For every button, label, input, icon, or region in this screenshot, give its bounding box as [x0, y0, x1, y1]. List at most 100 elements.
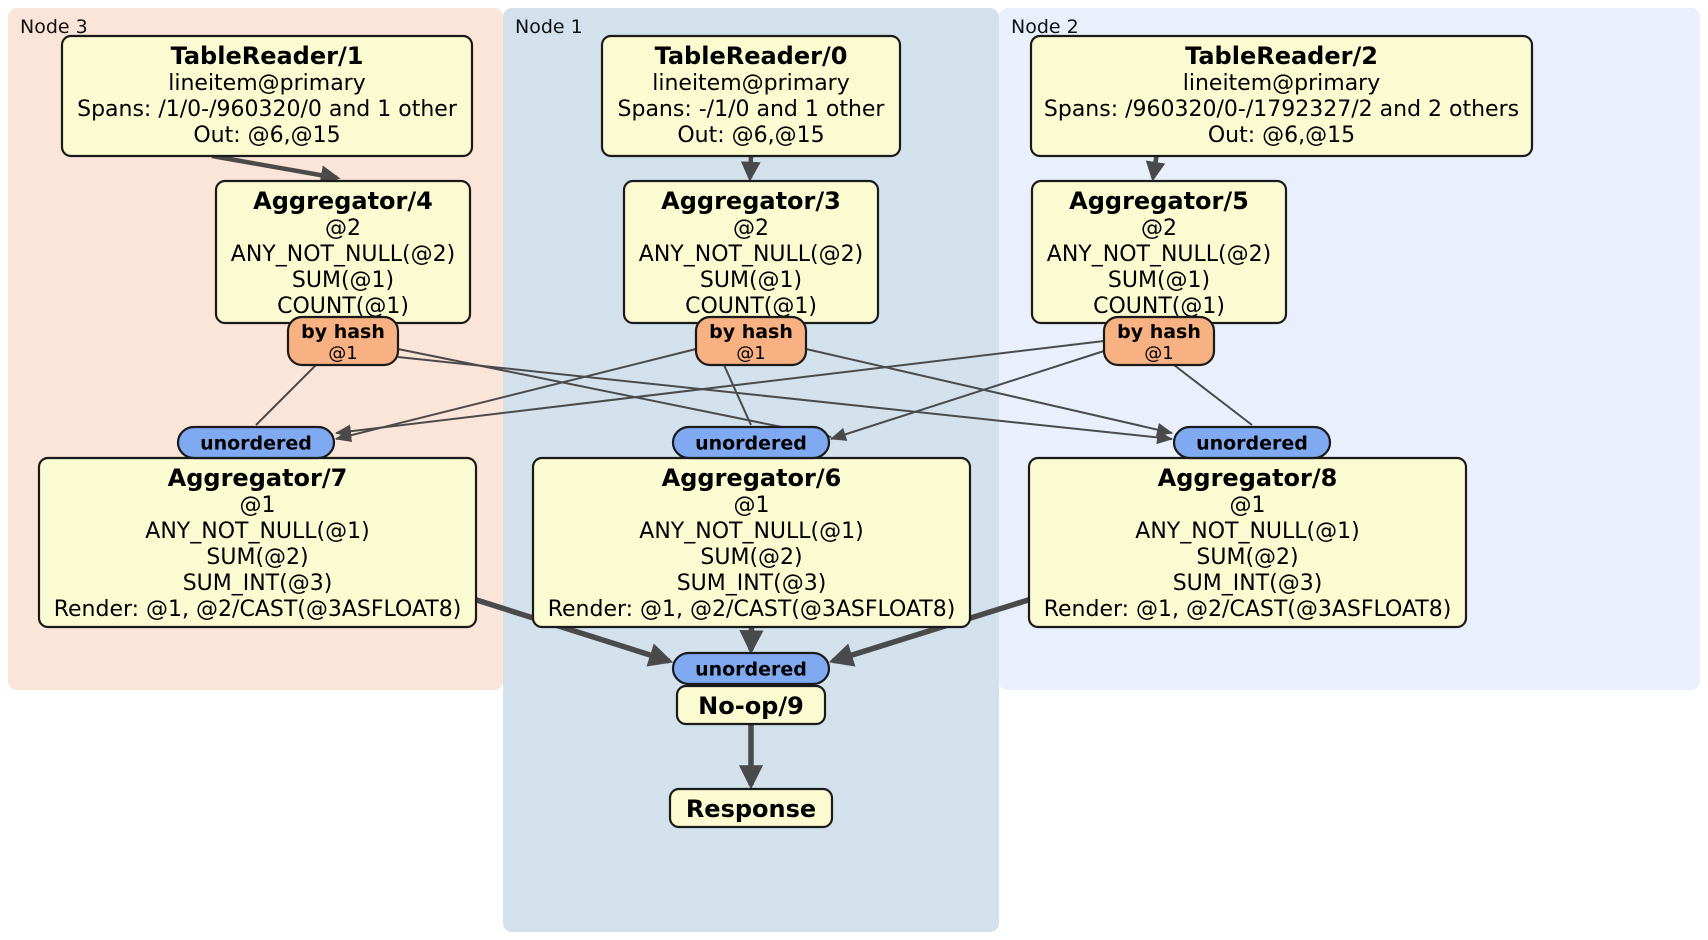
- processor-box-aggregator5[interactable]: Aggregator/5@2ANY_NOT_NULL(@2)SUM(@1)COU…: [1030, 179, 1288, 325]
- processor-box-bg: [1029, 34, 1534, 158]
- router-badge-label: by hash: [301, 321, 385, 343]
- router-badge-label: unordered: [200, 433, 312, 455]
- processor-box-bg: [60, 34, 474, 158]
- edge-aggregator8-to-unordered9: [828, 593, 1042, 667]
- router-badge-sublabel: @1: [1144, 343, 1173, 364]
- processor-detail-line: ANY_NOT_NULL(@1): [639, 519, 863, 544]
- processor-box-aggregator7[interactable]: Aggregator/7@1ANY_NOT_NULL(@1)SUM(@2)SUM…: [37, 456, 478, 629]
- processor-detail-line: Spans: /960320/0-/1792327/2 and 2 others: [1044, 97, 1519, 122]
- processor-detail-line: lineitem@primary: [1183, 71, 1381, 96]
- processor-detail-line: SUM(@1): [1108, 268, 1210, 293]
- processor-box-noop9[interactable]: No-op/9: [675, 684, 827, 726]
- edge-byhash5-to-unordered6: [830, 350, 1105, 441]
- router-badge-label: unordered: [695, 433, 807, 455]
- processor-detail-line: Out: @6,@15: [193, 123, 340, 148]
- processor-detail-line: SUM_INT(@3): [183, 571, 333, 596]
- processor-detail-line: COUNT(@1): [277, 294, 409, 319]
- processor-detail-line: SUM_INT(@3): [1173, 571, 1323, 596]
- router-badge-unordered6[interactable]: unordered: [671, 425, 831, 460]
- router-badge-bg: [286, 315, 400, 367]
- processor-title: Aggregator/3: [661, 187, 841, 215]
- edge-tablereader1-to-aggregator4: [211, 153, 341, 185]
- router-badge-byhash3[interactable]: by hash@1: [694, 315, 808, 367]
- processor-detail-line: SUM_INT(@3): [677, 571, 827, 596]
- router-badge-label: unordered: [695, 659, 807, 681]
- processor-detail-line: lineitem@primary: [652, 71, 850, 96]
- edge-byhash3-to-unordered6: [723, 364, 752, 426]
- processor-detail-line: SUM(@2): [206, 545, 308, 570]
- edge-byhash5-to-unordered7: [335, 340, 1105, 438]
- router-badge-bg: [176, 425, 336, 460]
- edge-byhash5-to-unordered8: [1173, 364, 1253, 426]
- edges-group: [211, 153, 1253, 790]
- processor-title: Aggregator/8: [1158, 464, 1338, 492]
- processor-box-aggregator6[interactable]: Aggregator/6@1ANY_NOT_NULL(@1)SUM(@2)SUM…: [531, 456, 972, 629]
- edge-aggregator6-to-unordered9: [739, 626, 764, 655]
- router-badge-bg: [1172, 425, 1332, 460]
- node-panel-label-node1: Node 1: [515, 16, 583, 38]
- processor-box-bg: [668, 787, 834, 829]
- processor-title: Response: [686, 795, 816, 823]
- processor-detail-line: @1: [734, 493, 770, 518]
- router-badge-label: unordered: [1196, 433, 1308, 455]
- router-badge-bg: [1102, 315, 1216, 367]
- edge-byhash4-to-unordered8: [397, 356, 1173, 445]
- processor-detail-line: Render: @1, @2/CAST(@3ASFLOAT8): [1044, 597, 1452, 622]
- processor-detail-line: COUNT(@1): [685, 294, 817, 319]
- processor-box-aggregator8[interactable]: Aggregator/8@1ANY_NOT_NULL(@1)SUM(@2)SUM…: [1027, 456, 1468, 629]
- edge-byhash3-to-unordered7: [335, 348, 697, 442]
- processor-detail-line: Spans: -/1/0 and 1 other: [618, 97, 886, 122]
- processor-box-response[interactable]: Response: [668, 787, 834, 829]
- processor-detail-line: Out: @6,@15: [677, 123, 824, 148]
- edge-tablereader0-to-aggregator3: [740, 155, 761, 182]
- processor-box-bg: [675, 684, 827, 726]
- processor-title: TableReader/0: [655, 42, 848, 70]
- router-badge-bg: [671, 425, 831, 460]
- processor-detail-line: ANY_NOT_NULL(@2): [639, 242, 863, 267]
- router-badge-label: by hash: [709, 321, 793, 343]
- processor-detail-line: Out: @6,@15: [1208, 123, 1355, 148]
- node-panel-label-node3: Node 3: [20, 16, 88, 38]
- processor-box-bg: [600, 34, 902, 158]
- processor-detail-line: @1: [1230, 493, 1266, 518]
- processor-detail-line: Render: @1, @2/CAST(@3ASFLOAT8): [548, 597, 956, 622]
- processor-detail-line: Spans: /1/0-/960320/0 and 1 other: [77, 97, 458, 122]
- edge-aggregator7-to-unordered9: [463, 593, 674, 667]
- router-badge-label: by hash: [1117, 321, 1201, 343]
- processor-title: TableReader/2: [1185, 42, 1378, 70]
- router-badge-unordered8[interactable]: unordered: [1172, 425, 1332, 460]
- processor-title: Aggregator/7: [168, 464, 348, 492]
- processor-detail-line: COUNT(@1): [1093, 294, 1225, 319]
- processor-detail-line: ANY_NOT_NULL(@1): [145, 519, 369, 544]
- router-badge-byhash5[interactable]: by hash@1: [1102, 315, 1216, 367]
- processor-detail-line: Render: @1, @2/CAST(@3ASFLOAT8): [54, 597, 462, 622]
- processor-title: Aggregator/6: [662, 464, 842, 492]
- router-badge-sublabel: @1: [736, 343, 765, 364]
- processor-box-aggregator3[interactable]: Aggregator/3@2ANY_NOT_NULL(@2)SUM(@1)COU…: [622, 179, 880, 325]
- router-badge-unordered9[interactable]: unordered: [671, 651, 831, 686]
- processor-title: No-op/9: [698, 692, 804, 720]
- processor-detail-line: @2: [1141, 216, 1177, 241]
- processor-detail-line: @2: [325, 216, 361, 241]
- router-badge-sublabel: @1: [328, 343, 357, 364]
- edge-byhash3-to-unordered8: [805, 348, 1173, 437]
- processor-detail-line: SUM(@2): [1196, 545, 1298, 570]
- edge-tablereader2-to-aggregator5: [1145, 155, 1166, 182]
- processor-title: Aggregator/5: [1069, 187, 1249, 215]
- router-badge-unordered7[interactable]: unordered: [176, 425, 336, 460]
- router-badge-byhash4[interactable]: by hash@1: [286, 315, 400, 367]
- processor-box-aggregator4[interactable]: Aggregator/4@2ANY_NOT_NULL(@2)SUM(@1)COU…: [214, 179, 472, 325]
- processor-detail-line: lineitem@primary: [168, 71, 366, 96]
- edge-byhash4-to-unordered7: [255, 364, 317, 426]
- processor-detail-line: @2: [733, 216, 769, 241]
- processor-title: Aggregator/4: [253, 187, 433, 215]
- processor-detail-line: SUM(@1): [292, 268, 394, 293]
- processor-detail-line: ANY_NOT_NULL(@1): [1135, 519, 1359, 544]
- processor-title: TableReader/1: [171, 42, 364, 70]
